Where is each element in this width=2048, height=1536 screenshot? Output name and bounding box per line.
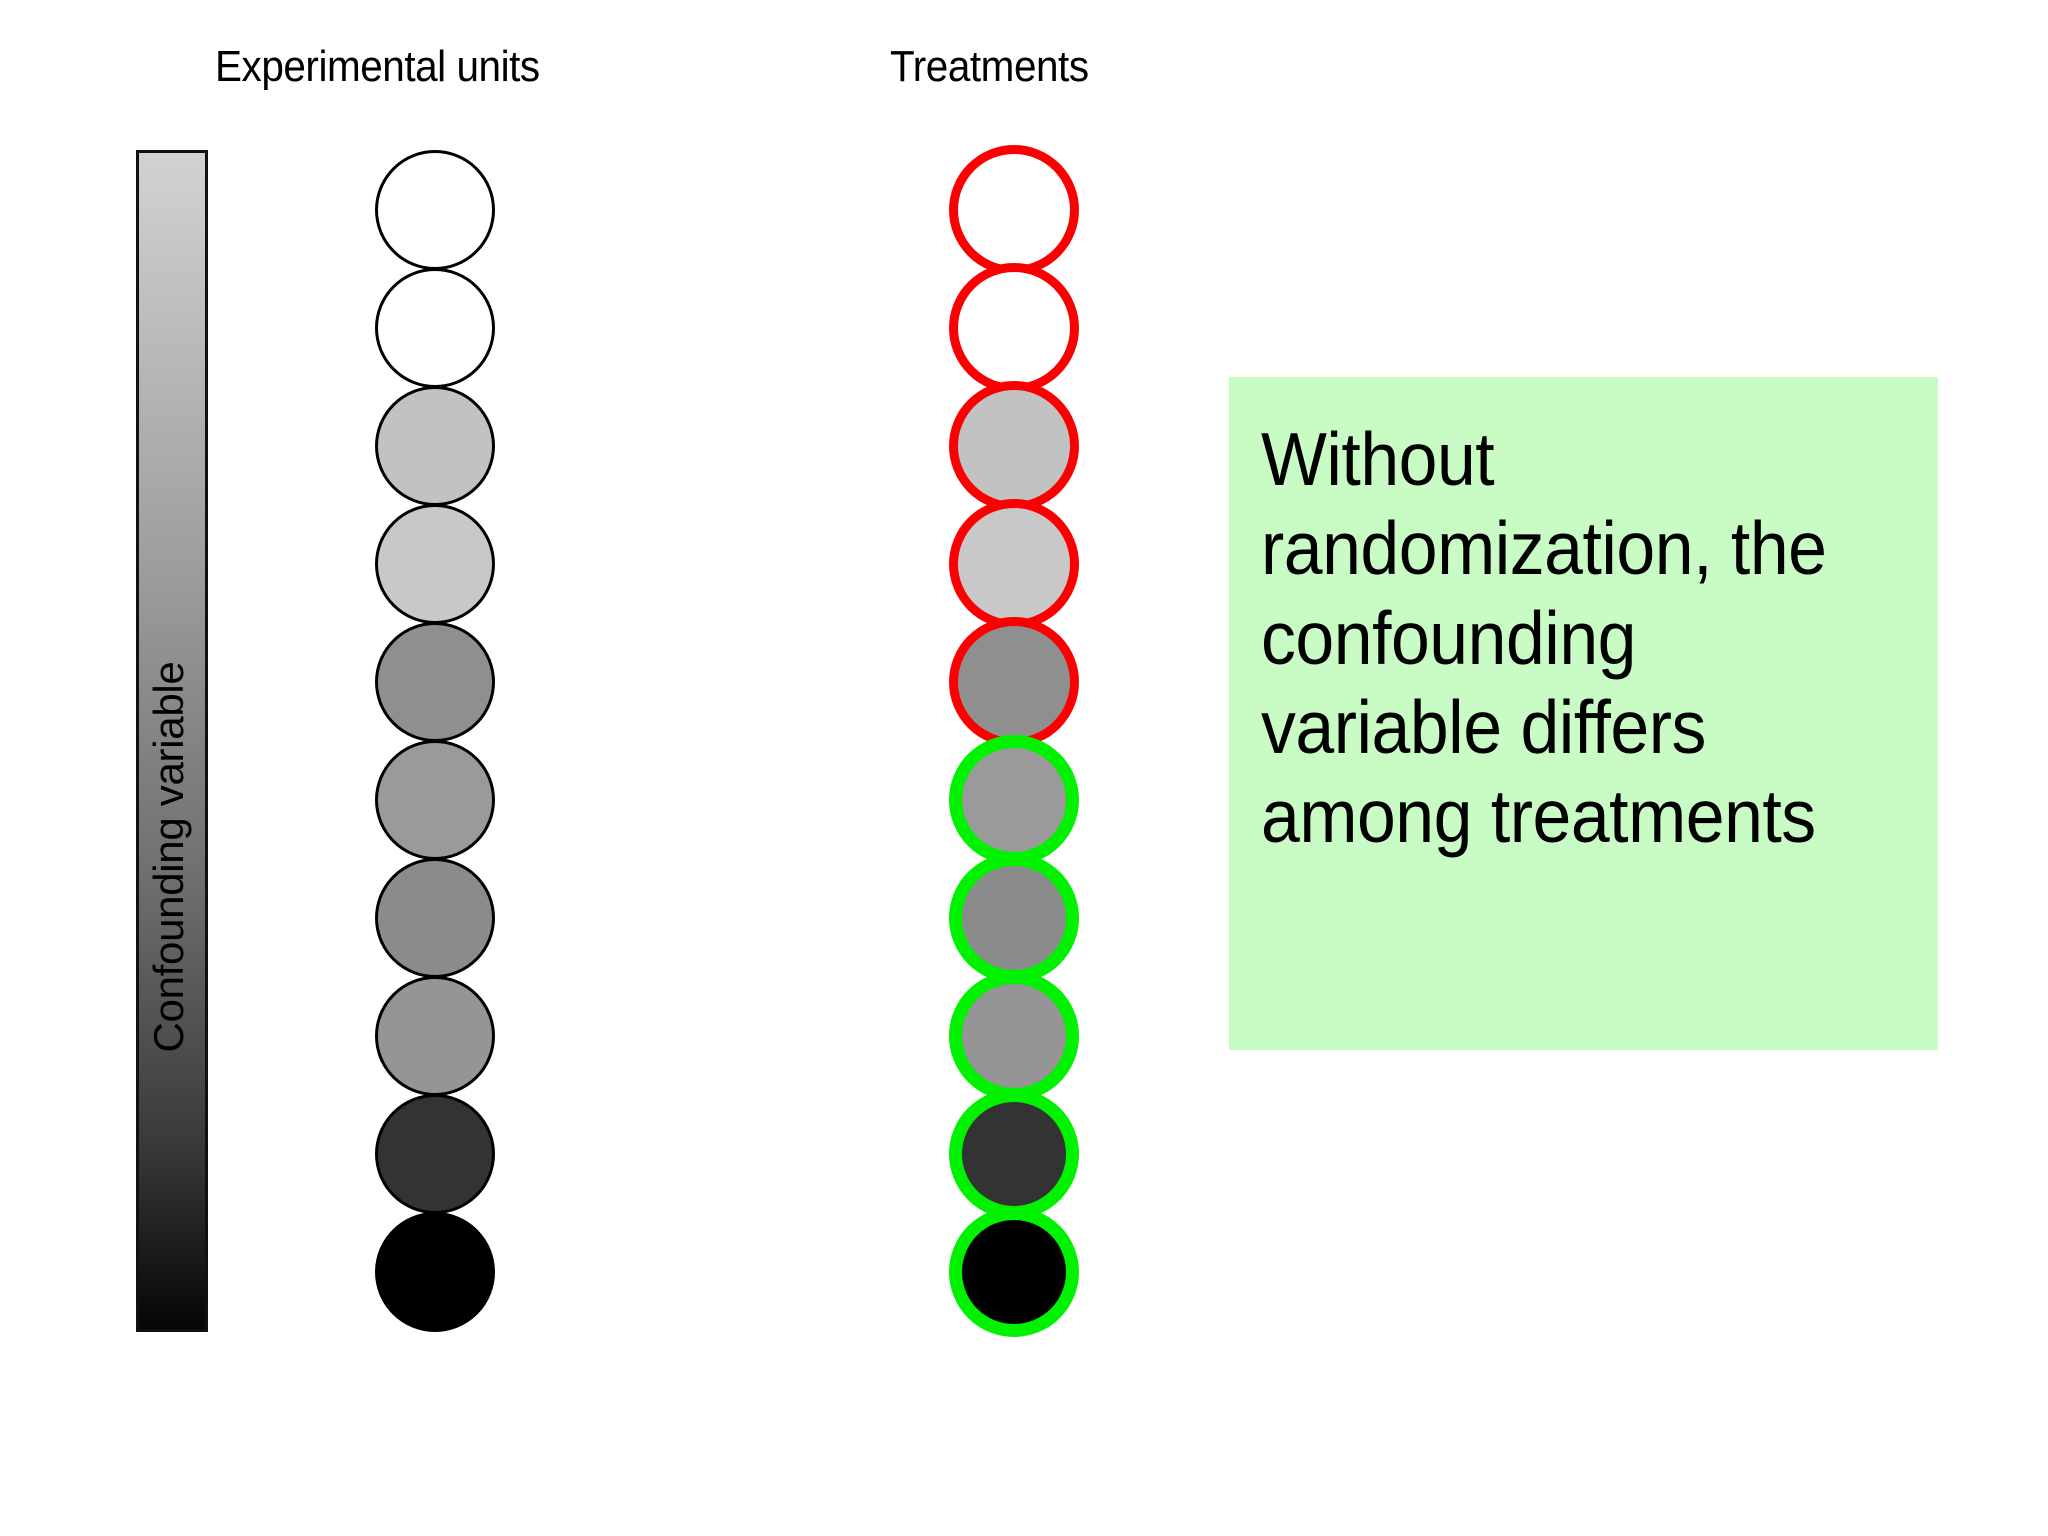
experimental-unit-circle: [375, 386, 495, 506]
confounding-variable-axis-label: Confounding variable: [145, 661, 192, 1053]
treatment-unit-circle-b: [949, 853, 1079, 983]
column-header-experimental-units: Experimental units: [215, 42, 540, 91]
experimental-unit-circle: [375, 1212, 495, 1332]
treatment-unit-circle-a: [949, 499, 1079, 629]
experimental-unit-circle: [375, 268, 495, 388]
treatment-unit-circle-b: [949, 735, 1079, 865]
experimental-unit-circle: [375, 976, 495, 1096]
treatment-unit-circle-b: [949, 1207, 1079, 1337]
treatment-unit-circle-a: [949, 145, 1079, 275]
experimental-unit-circle: [375, 504, 495, 624]
treatment-unit-circle-b: [949, 1089, 1079, 1219]
column-header-treatments: Treatments: [890, 42, 1089, 91]
experimental-unit-circle: [375, 740, 495, 860]
experimental-unit-circle: [375, 622, 495, 742]
treatment-unit-circle-a: [949, 617, 1079, 747]
treatment-unit-circle-b: [949, 971, 1079, 1101]
treatment-unit-circle-a: [949, 263, 1079, 393]
callout-box: Without randomization, the confounding v…: [1229, 377, 1938, 1050]
experimental-unit-circle: [375, 1094, 495, 1214]
callout-text: Without randomization, the confounding v…: [1261, 417, 1827, 858]
experimental-unit-circle: [375, 150, 495, 270]
confounding-variable-gradient-bar: Confounding variable: [136, 150, 208, 1332]
experimental-unit-circle: [375, 858, 495, 978]
treatment-unit-circle-a: [949, 381, 1079, 511]
